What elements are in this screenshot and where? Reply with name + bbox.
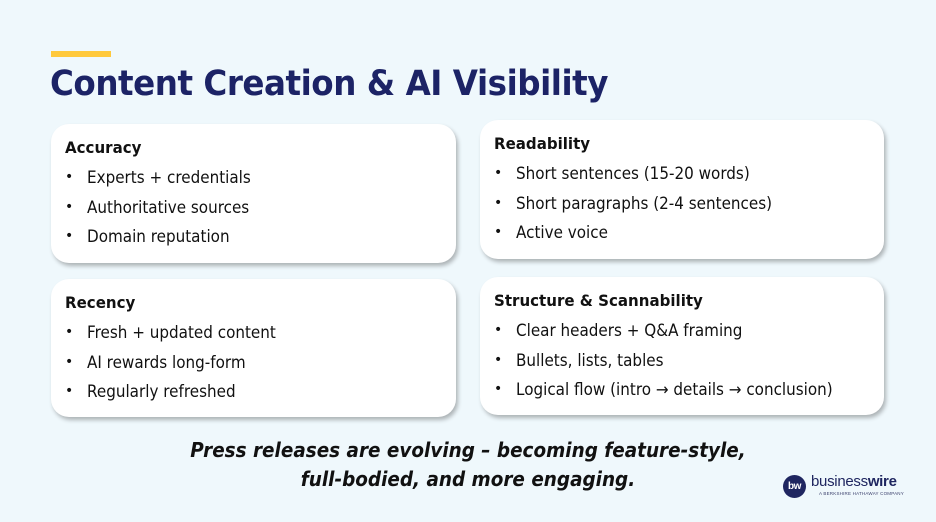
tagline-line-1: Press releases are evolving – becoming f… — [190, 438, 746, 462]
title-accent-bar — [51, 51, 111, 57]
list-item: •Clear headers + Q&A framing — [494, 316, 884, 346]
card-accuracy: Accuracy •Experts + credentials •Authori… — [51, 124, 456, 263]
bullet-list: •Experts + credentials •Authoritative so… — [65, 163, 456, 252]
bullet-icon: • — [65, 228, 74, 244]
bullet-list: •Clear headers + Q&A framing •Bullets, l… — [494, 316, 884, 405]
bullet-icon: • — [65, 198, 74, 215]
card-recency: Recency •Fresh + updated content •AI rew… — [51, 279, 456, 417]
logo-subtitle: A BERKSHIRE HATHAWAY COMPANY — [819, 491, 904, 496]
list-item: •Short sentences (15-20 words) — [494, 159, 884, 189]
bullet-icon: • — [494, 194, 503, 211]
bullet-icon: • — [65, 383, 74, 399]
card-heading: Readability — [494, 134, 591, 153]
list-item: •Experts + credentials — [65, 163, 456, 193]
logo-wordmark: businesswire — [811, 473, 897, 490]
card-heading: Accuracy — [65, 138, 142, 157]
list-item: •AI rewards long-form — [65, 348, 456, 378]
bullet-icon: • — [65, 169, 74, 185]
tagline-line-2: full-bodied, and more engaging. — [300, 467, 636, 491]
businesswire-logo: bw businesswire A BERKSHIRE HATHAWAY COM… — [783, 473, 913, 501]
bullet-icon: • — [65, 324, 74, 340]
tagline: Press releases are evolving – becoming f… — [0, 436, 936, 494]
card-heading: Recency — [65, 293, 136, 312]
list-item: •Authoritative sources — [65, 193, 456, 223]
bullet-icon: • — [494, 351, 503, 368]
bullet-list: •Fresh + updated content •AI rewards lon… — [65, 318, 456, 407]
bullet-icon: • — [494, 381, 503, 397]
list-item: •Fresh + updated content — [65, 318, 456, 348]
list-item: •Bullets, lists, tables — [494, 346, 884, 376]
list-item: •Logical flow (intro → details → conclus… — [494, 375, 884, 405]
card-structure-scannability: Structure & Scannability •Clear headers … — [480, 277, 884, 415]
card-heading: Structure & Scannability — [494, 291, 703, 310]
list-item: •Short paragraphs (2-4 sentences) — [494, 189, 884, 219]
list-item: •Regularly refreshed — [65, 377, 456, 407]
list-item: •Domain reputation — [65, 222, 456, 252]
slide-title: Content Creation & AI Visibility — [50, 64, 609, 104]
list-item: •Active voice — [494, 218, 884, 248]
bullet-list: •Short sentences (15-20 words) •Short pa… — [494, 159, 884, 248]
bullet-icon: • — [65, 353, 74, 370]
card-readability: Readability •Short sentences (15-20 word… — [480, 120, 884, 259]
bullet-icon: • — [494, 165, 503, 181]
bullet-icon: • — [494, 224, 503, 240]
bullet-icon: • — [494, 322, 503, 338]
bw-logo-icon: bw — [783, 475, 806, 498]
